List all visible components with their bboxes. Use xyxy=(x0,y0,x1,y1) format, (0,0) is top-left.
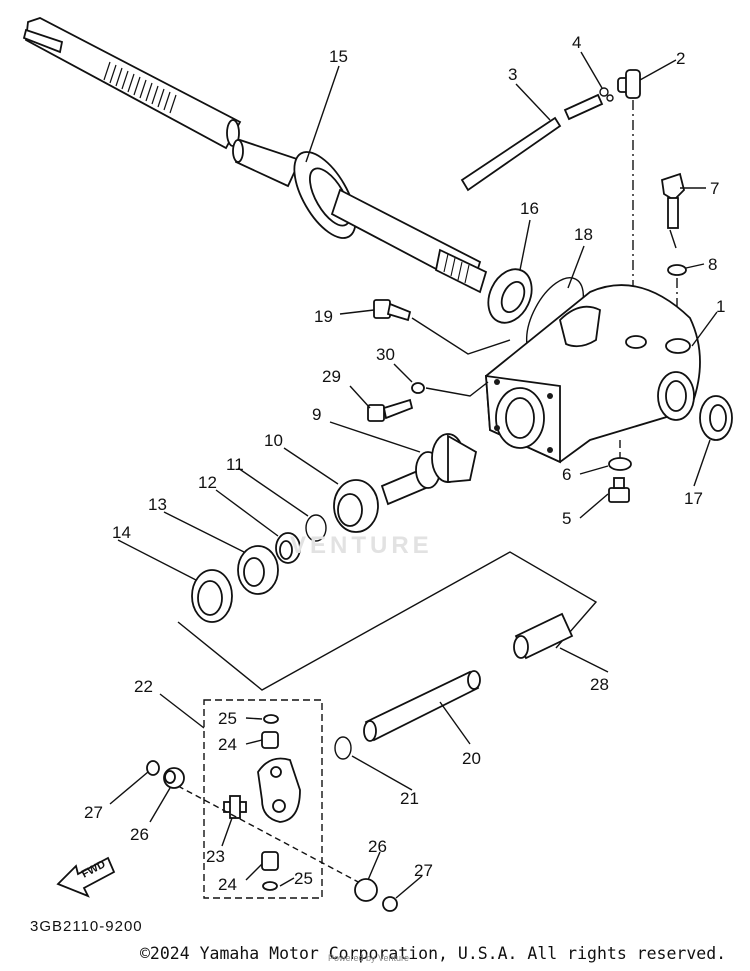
watermark: VENTURE xyxy=(290,532,433,559)
bearing-cup-part-24-top xyxy=(261,731,279,749)
copyright-notice: ©2024 Yamaha Motor Corporation, U.S.A. A… xyxy=(140,944,727,963)
callout-15: 15 xyxy=(329,47,348,66)
callout-17: 17 xyxy=(684,489,703,508)
forward-arrow-icon: FWD xyxy=(56,856,116,898)
callout-23: 23 xyxy=(206,847,225,866)
drive-shaft-part-20 xyxy=(363,670,481,742)
callout-3: 3 xyxy=(508,65,517,84)
valve-part-7 xyxy=(661,172,685,249)
oil-seal-part-17 xyxy=(699,395,733,441)
bolt-part-29 xyxy=(367,398,414,422)
callout-21: 21 xyxy=(400,789,419,808)
bearing-part-13 xyxy=(237,545,279,595)
breather-hose-part-3 xyxy=(460,93,604,192)
callout-27-left: 27 xyxy=(84,803,103,822)
drive-shaft-part-15 xyxy=(22,17,488,294)
bolt-part-19 xyxy=(373,299,412,322)
callout-5: 5 xyxy=(562,509,571,528)
callout-26-right: 26 xyxy=(368,837,387,856)
callout-labels: 15 3 4 2 7 8 1 16 18 19 30 29 9 10 11 12… xyxy=(84,33,725,894)
circlip-part-27-left xyxy=(146,760,160,776)
circlip-part-27-right xyxy=(382,896,398,912)
gasket-part-6 xyxy=(608,457,632,471)
callout-12: 12 xyxy=(198,473,217,492)
callout-8: 8 xyxy=(708,255,717,274)
callout-11: 11 xyxy=(226,455,244,474)
drain-plug-part-5 xyxy=(608,477,630,503)
bearing-part-10 xyxy=(333,479,379,533)
gear-case-part-1 xyxy=(485,284,701,464)
clip-part-4 xyxy=(599,87,614,102)
coupling-sleeve-part-28 xyxy=(513,612,574,660)
bearing-part-12 xyxy=(275,532,301,564)
callout-18: 18 xyxy=(574,225,593,244)
callout-25-bottom: 25 xyxy=(294,869,313,888)
callout-29: 29 xyxy=(322,367,341,386)
retainer-part-14 xyxy=(191,569,233,623)
callout-4: 4 xyxy=(572,33,581,52)
callout-27-right: 27 xyxy=(414,861,433,880)
callout-10: 10 xyxy=(264,431,283,450)
callout-19: 19 xyxy=(314,307,333,326)
circlip-part-25-bottom xyxy=(262,881,278,891)
bearing-cup-part-26-right xyxy=(354,878,378,902)
leader-lines xyxy=(109,51,718,899)
washer-part-30 xyxy=(411,382,425,394)
pinion-gear-part-9 xyxy=(380,433,478,506)
callout-13: 13 xyxy=(148,495,167,514)
callout-25-top: 25 xyxy=(218,709,237,728)
callout-20: 20 xyxy=(462,749,481,768)
callout-2: 2 xyxy=(676,49,685,68)
callout-30: 30 xyxy=(376,345,395,364)
callout-14: 14 xyxy=(112,523,131,542)
oil-seal-part-16 xyxy=(487,268,533,324)
universal-joint-part-22 xyxy=(223,714,301,891)
callout-24-top: 24 xyxy=(218,735,237,754)
callout-16: 16 xyxy=(520,199,539,218)
bearing-cup-part-24-bottom xyxy=(261,851,279,871)
callout-26-left: 26 xyxy=(130,825,149,844)
universal-joint-group-box xyxy=(203,699,323,899)
circlip-part-11 xyxy=(305,514,327,542)
circlip-part-21 xyxy=(334,736,352,760)
bearing-cup-part-26-left xyxy=(163,767,185,789)
callout-6: 6 xyxy=(562,465,571,484)
callout-1: 1 xyxy=(716,297,725,316)
credit-line: Powered by Venture xyxy=(328,953,410,963)
callout-22: 22 xyxy=(134,677,153,696)
callout-28: 28 xyxy=(590,675,609,694)
o-ring-part-8 xyxy=(667,264,687,276)
catalog-code: 3GB2110-9200 xyxy=(30,918,143,935)
callout-9: 9 xyxy=(312,405,321,424)
spider-part-23 xyxy=(223,795,247,819)
circlip-part-25-top xyxy=(263,714,279,724)
callout-24-bottom: 24 xyxy=(218,875,237,894)
callout-7: 7 xyxy=(710,179,719,198)
elbow-fitting-part-2 xyxy=(617,69,641,99)
